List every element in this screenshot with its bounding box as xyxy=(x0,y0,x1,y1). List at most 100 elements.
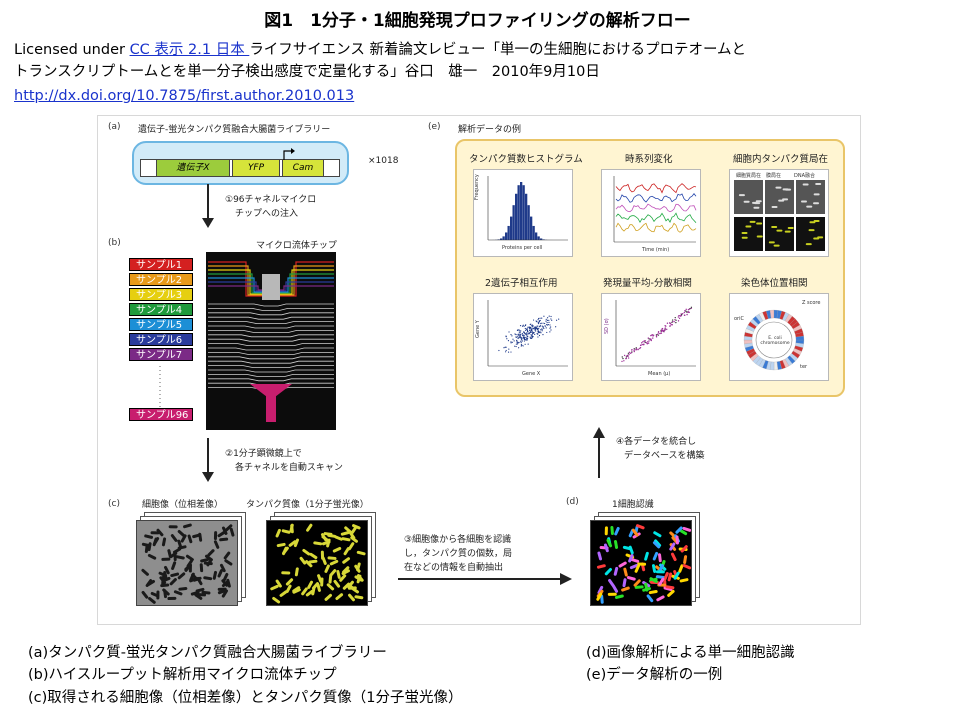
cell xyxy=(605,526,608,535)
cell xyxy=(170,533,178,542)
loc-cell xyxy=(744,201,750,203)
cell xyxy=(332,546,341,553)
mv-point xyxy=(622,356,623,357)
mv-point xyxy=(631,349,632,350)
scatter-point xyxy=(525,328,526,329)
scatter-point xyxy=(542,323,543,324)
loc-cell xyxy=(785,189,791,191)
hist-bar xyxy=(508,226,510,240)
scatter-point xyxy=(520,332,521,333)
mv-point xyxy=(684,312,685,313)
mv-point xyxy=(670,325,671,326)
scatter-point xyxy=(524,333,525,334)
scatter-point xyxy=(508,351,509,352)
cell xyxy=(597,564,606,569)
sample-label: サンプル6 xyxy=(136,335,182,346)
mv-point xyxy=(621,361,622,362)
mv-point xyxy=(651,334,652,335)
step1-line2: チップへの注入 xyxy=(235,206,298,219)
scatter-point xyxy=(532,334,533,335)
cell xyxy=(670,552,677,561)
scatter-point xyxy=(545,320,546,321)
scatter-point xyxy=(517,330,518,331)
mv-point xyxy=(665,327,666,328)
cell xyxy=(173,590,182,596)
scatter-point xyxy=(521,345,522,346)
ts-line xyxy=(616,184,696,193)
scatter-point xyxy=(531,329,532,330)
ts-line xyxy=(616,204,696,212)
mv-point xyxy=(641,342,642,343)
arrow-up-icon xyxy=(591,426,607,478)
promoter-icon xyxy=(282,147,296,161)
scatter-point xyxy=(514,333,515,334)
scatter-point xyxy=(518,335,519,336)
mv-point xyxy=(675,322,676,323)
caption-c: (c)取得される細胞像（位相差像）とタンパク質像（1分子蛍光像） xyxy=(28,688,463,709)
cell xyxy=(328,574,332,583)
loc-cell xyxy=(745,225,751,227)
loc-cell xyxy=(809,221,815,223)
scatter-point xyxy=(518,334,519,335)
hist-bar xyxy=(520,182,522,240)
cell xyxy=(144,534,153,539)
doi-line: http://dx.doi.org/10.7875/first.author.2… xyxy=(14,86,354,106)
tag-e: (e) xyxy=(428,122,441,132)
fluorescence-image xyxy=(266,520,368,606)
cell xyxy=(604,567,612,576)
cell xyxy=(679,578,688,583)
cell xyxy=(167,597,176,600)
scatter-point xyxy=(543,327,544,328)
cell xyxy=(170,572,179,577)
step4-line1: ④各データを統合し xyxy=(616,434,696,447)
scatter-point xyxy=(543,316,544,317)
e-head-hist: タンパク質数ヒストグラム xyxy=(469,151,583,165)
cell xyxy=(608,593,617,596)
loc-label-membrane: 膜局在 xyxy=(766,172,781,179)
scatter-point xyxy=(520,330,521,331)
b-title: マイクロ流体チップ xyxy=(256,238,337,251)
mv-point xyxy=(678,316,679,317)
arrow-right-icon xyxy=(398,572,574,586)
phase-label: 細胞像（位相差像） xyxy=(142,497,223,510)
scatter-point xyxy=(558,319,559,320)
scatter-point xyxy=(515,334,516,335)
mv-point xyxy=(680,315,681,316)
scatter-point xyxy=(521,339,522,340)
cell xyxy=(281,571,290,574)
scatter-point xyxy=(550,329,551,330)
cell xyxy=(675,535,679,544)
scatter-point xyxy=(539,326,540,327)
doi-link[interactable]: http://dx.doi.org/10.7875/first.author.2… xyxy=(14,88,354,104)
scatter-point xyxy=(550,326,551,327)
cell xyxy=(295,567,299,576)
scatter-point xyxy=(533,332,534,333)
scatter-point xyxy=(549,328,550,329)
scatter-chart xyxy=(474,294,572,380)
loc-label-cytoplasm: 細胞質局在 xyxy=(736,172,761,179)
scatter-point xyxy=(537,336,538,337)
mv-point xyxy=(672,319,673,320)
scatter-point xyxy=(540,325,541,326)
scatter-point xyxy=(537,319,538,320)
mv-point xyxy=(628,353,629,354)
scatter-point xyxy=(535,327,536,328)
mv-point xyxy=(643,344,644,345)
loc-cell xyxy=(771,226,777,228)
hist-bar xyxy=(528,205,530,240)
scatter-point xyxy=(549,324,550,325)
scatter-point xyxy=(543,328,544,329)
hist-bar xyxy=(503,236,505,240)
scatter-point xyxy=(541,318,542,319)
loc-label-dna: DNA融合 xyxy=(794,172,815,179)
cell xyxy=(682,564,691,570)
license-link[interactable]: CC 表示 2.1 日本 xyxy=(130,42,250,58)
cell xyxy=(169,525,178,528)
ts-line xyxy=(616,194,696,203)
cell xyxy=(356,551,365,556)
scatter-point xyxy=(527,338,528,339)
mv-point xyxy=(686,309,687,310)
scatter-point xyxy=(536,320,537,321)
mv-point xyxy=(679,318,680,319)
scatter-point xyxy=(531,338,532,339)
